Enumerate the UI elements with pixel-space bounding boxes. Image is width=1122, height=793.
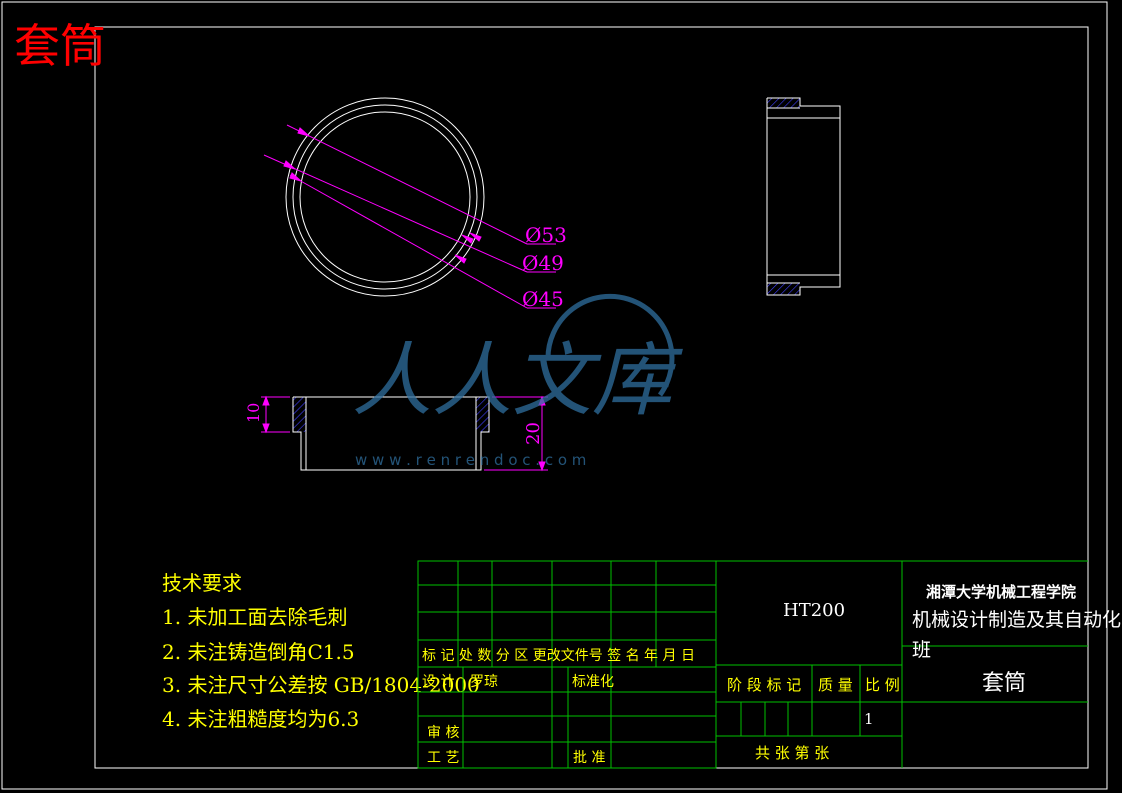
- tech-req-heading: 技术要求: [162, 571, 242, 595]
- process-label: 工 艺: [427, 750, 459, 766]
- dim-d45: Ø45: [522, 287, 564, 311]
- watermark-text: 人人文库: [352, 334, 683, 427]
- section-view: [292, 396, 490, 471]
- approve-label: 批 准: [573, 750, 605, 766]
- section-dimensions: [261, 395, 548, 472]
- designer-name: 罗琼: [470, 674, 498, 690]
- stage-label: 阶 段 标 记: [727, 676, 801, 694]
- top-view: [285, 97, 485, 297]
- dim-d49: Ø49: [522, 251, 564, 275]
- scale-label: 比 例: [865, 676, 900, 694]
- dim-h10: 10: [244, 403, 263, 423]
- title-block: [417, 560, 1088, 769]
- tech-req-item: 1. 未加工面去除毛刺: [162, 605, 347, 629]
- scale-value: 1: [864, 710, 874, 728]
- title-block-text: HT200 湘潭大学机械工程学院 机械设计制造及其自动化 班 套筒 标 记 处 …: [422, 583, 1121, 766]
- revision-header-row: 标 记 处 数 分 区 更改文件号 签 名 年 月 日: [422, 647, 695, 664]
- tech-req-item: 3. 未注尺寸公差按 GB/1804-2000: [162, 673, 480, 697]
- tech-requirements: 技术要求 1. 未加工面去除毛刺 2. 未注铸造倒角C1.5 3. 未注尺寸公差…: [162, 571, 480, 731]
- dim-h20: 20: [523, 422, 544, 445]
- side-view: [766, 97, 841, 296]
- material-label: HT200: [783, 600, 845, 621]
- tech-req-item: 2. 未注铸造倒角C1.5: [162, 640, 355, 664]
- class-line1: 机械设计制造及其自动化: [912, 609, 1121, 631]
- dim-d53: Ø53: [525, 223, 567, 247]
- watermark: 人人文库 w w w . r e n r e n d o c . c o m: [352, 293, 683, 469]
- watermark-url: w w w . r e n r e n d o c . c o m: [355, 451, 586, 469]
- tech-req-item: 4. 未注粗糙度均为6.3: [162, 707, 359, 731]
- standardize-label: 标准化: [572, 674, 614, 690]
- school-name: 湘潭大学机械工程学院: [926, 583, 1076, 601]
- design-label: 设 计: [422, 674, 454, 690]
- review-label: 审 核: [427, 725, 459, 741]
- class-line2: 班: [912, 639, 931, 661]
- sheets-label: 共 张 第 张: [755, 744, 829, 762]
- part-name: 套筒: [982, 671, 1026, 696]
- diameter-leaders: [263, 124, 556, 309]
- drawing-title: 套筒: [14, 19, 106, 73]
- mass-label: 质 量: [818, 676, 853, 694]
